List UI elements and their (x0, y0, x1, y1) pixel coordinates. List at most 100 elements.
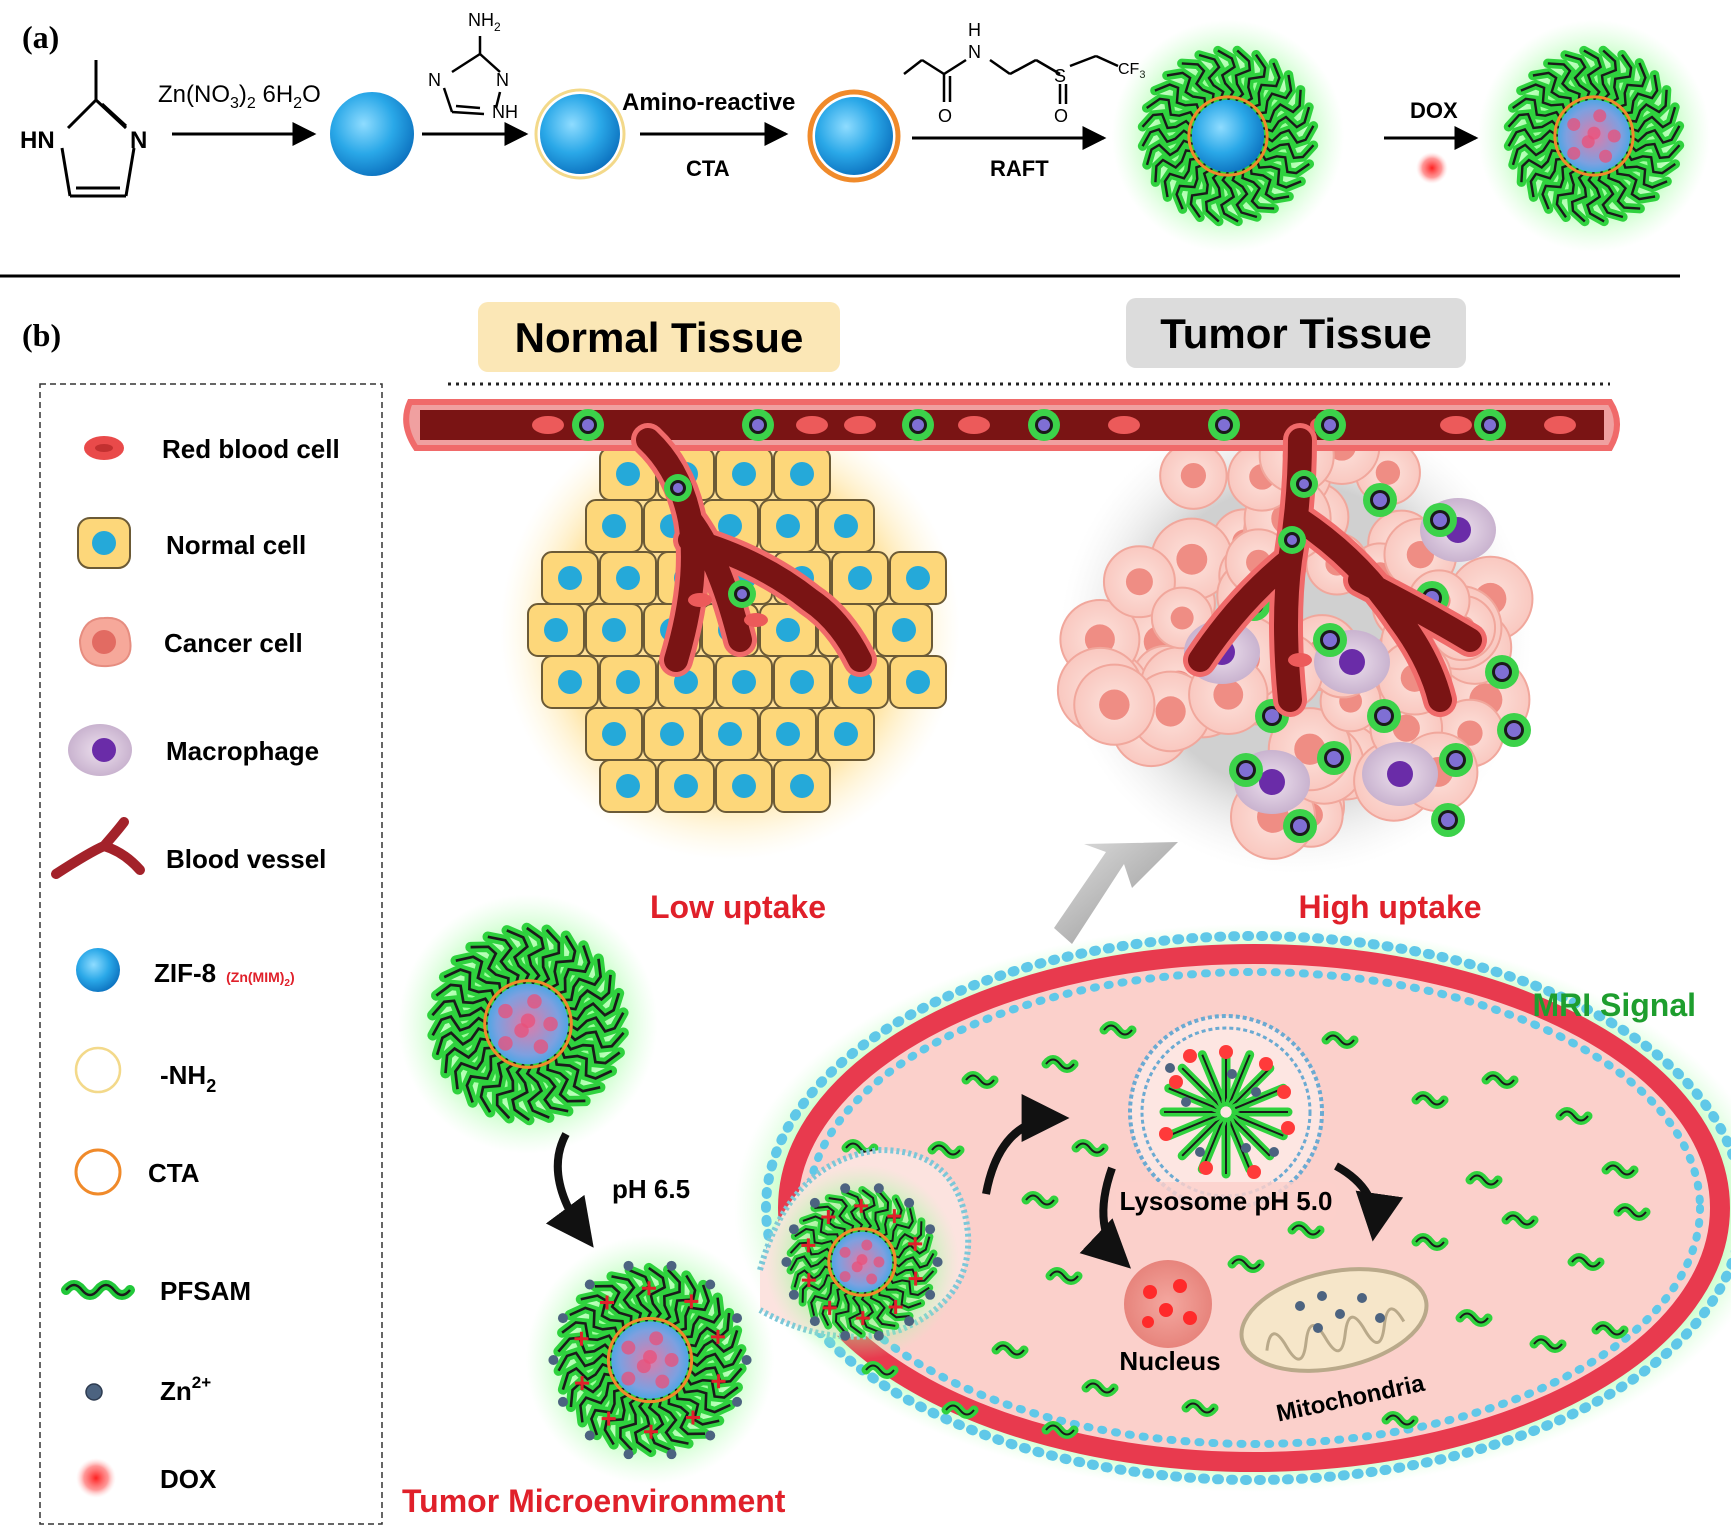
pfsam-chain (455, 955, 503, 995)
normal-cell-nucleus (790, 462, 814, 486)
pfsam-chain (1625, 151, 1676, 175)
pfsam-chain (1249, 164, 1290, 201)
pfsam-chain (546, 1058, 586, 1103)
pfsam-chain (557, 1336, 614, 1354)
pfsam-chain (648, 1266, 667, 1323)
pfsam-fragment-backbone (1075, 1142, 1105, 1154)
positive-charge (710, 1329, 725, 1344)
zn-ion (840, 1183, 851, 1194)
nh2-icon (74, 1046, 122, 1094)
pfsam-chain (1615, 164, 1656, 201)
curve-arrow-to-nucleus (1079, 1166, 1131, 1269)
nucleus-label: Nucleus (1119, 1346, 1220, 1376)
pfsam-chain (1145, 139, 1194, 166)
pfsam-fragment-backbone (1505, 1214, 1535, 1226)
pfsam-fragment-backbone (1185, 1402, 1215, 1414)
high-uptake-label: High uptake (1298, 889, 1481, 925)
normal-cell-nucleus (834, 722, 858, 746)
dox-payload (520, 1013, 536, 1029)
cancer-cell-nucleus (1084, 624, 1115, 655)
curve-arrow-to-lysosome (982, 1094, 1070, 1195)
lysosome-label: Lysosome pH 5.0 (1120, 1186, 1333, 1216)
dox-payload (1593, 109, 1607, 123)
cancer-cell-nucleus (1155, 696, 1186, 727)
pfsam-chain (674, 1388, 720, 1426)
normal-cell-nucleus (732, 670, 756, 694)
cta-ring (1553, 95, 1635, 177)
vessel-contents (532, 409, 1576, 667)
normal-cell-nucleus (790, 670, 814, 694)
nucleus-dox (1142, 1279, 1197, 1328)
pfsam-chain (1600, 49, 1618, 102)
normal-cell-nucleus (602, 514, 626, 538)
pfsam-chain (887, 1275, 930, 1297)
normal-cell-nucleus (790, 774, 814, 798)
positive-charge (644, 1424, 659, 1439)
pfsam-chain (569, 1306, 620, 1338)
zoom-arrow (1054, 842, 1178, 944)
lysosome-pfsam-backbone (1232, 1118, 1271, 1157)
lysosome-zn (1251, 1087, 1261, 1097)
lysosome-dox (1259, 1057, 1273, 1071)
triazole-n2-label: N (496, 70, 509, 90)
pfsam-fragment-backbone (1485, 1074, 1515, 1086)
normal-cell-nucleus (660, 722, 684, 746)
cancer-cell-nucleus (1180, 462, 1207, 489)
lysosome-zn (1241, 1143, 1251, 1153)
tumor-nanoparticle-core (1293, 819, 1307, 833)
pfsam-fragment-backbone (1469, 1174, 1499, 1186)
lysosome-pfsam-backbone (1234, 1087, 1284, 1110)
zn-ion (781, 1257, 792, 1267)
monomer-o2-label: O (1054, 106, 1068, 126)
red-blood-cell (1544, 416, 1576, 434)
pfsam-chain (1141, 127, 1193, 147)
zn-ion (925, 1224, 936, 1235)
dox-payload (655, 1374, 670, 1389)
zn-ion (840, 1330, 851, 1341)
vessel-nanoparticle-core (752, 419, 764, 431)
dox-payload (856, 1254, 868, 1266)
pfsam-chain (1507, 112, 1560, 130)
pfsam-chain (1564, 53, 1591, 102)
pfsam-fragment-backbone (945, 1404, 975, 1416)
pfsam-fragment-backbone (1085, 1382, 1115, 1394)
membrane-outer-heads (761, 931, 1731, 1485)
normal-cell-nucleus (776, 514, 800, 538)
lysosome-pfsam-backbone (1201, 1054, 1224, 1104)
zn-ion (732, 1313, 743, 1324)
pfsam-fragment-backbone (1559, 1110, 1589, 1122)
pfsam-chain (611, 1275, 643, 1324)
pfsam-chain (861, 1189, 876, 1233)
pfsam-chain (821, 1285, 846, 1327)
pfsam-fragment-backbone (1103, 1024, 1133, 1036)
pfsam-chain (1243, 54, 1267, 105)
pfsam-chain (687, 1348, 743, 1369)
nh2-shell (534, 88, 626, 180)
branch-nanoparticle-core (1299, 479, 1309, 489)
dox-molecule (1416, 152, 1448, 184)
pfsam-chain (888, 1221, 923, 1250)
pfsam-chain (834, 1289, 852, 1333)
zn-ion (873, 1183, 884, 1194)
zn-ion (741, 1355, 752, 1365)
lysosome-dox (1277, 1085, 1291, 1099)
pfsam-chain (1629, 125, 1681, 145)
pfsam-chain (580, 1294, 626, 1332)
zif8-cta-particle (815, 97, 893, 175)
pfsam-chain (431, 1015, 489, 1036)
red-blood-cell-center (95, 444, 113, 452)
lysosome-zn (1195, 1147, 1205, 1157)
branch-red-blood-cell (688, 593, 712, 607)
vessel-nanoparticle-core (1218, 419, 1230, 431)
pfsam-chain (685, 1312, 731, 1348)
pfsam-chain (590, 1387, 625, 1436)
pfsam-chain (801, 1274, 836, 1303)
tumor-microenvironment-label: Tumor Microenvironment (402, 1483, 786, 1519)
zn-ion (584, 1430, 595, 1441)
low-uptake-label: Low uptake (650, 889, 826, 925)
cancer-cell-nucleus (1375, 460, 1401, 485)
dox-payload (621, 1371, 636, 1386)
pfsam-chain (802, 1215, 841, 1243)
lysosome-dox (1199, 1161, 1213, 1175)
pfsam-chain (1511, 139, 1560, 166)
